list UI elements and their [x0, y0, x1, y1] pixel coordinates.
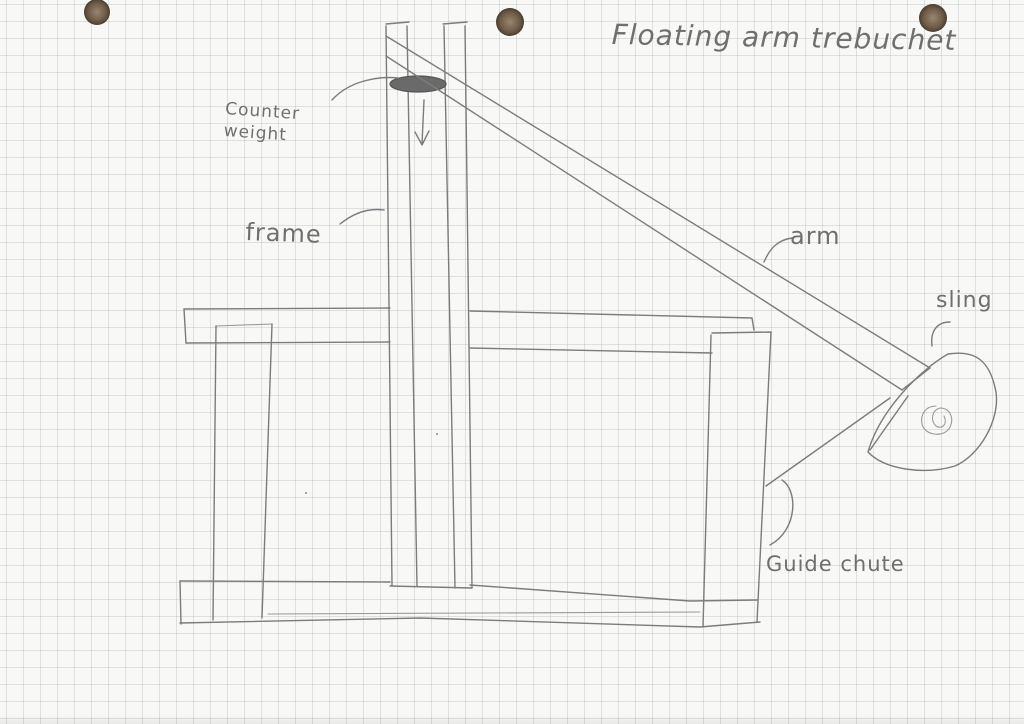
sling-pouch	[868, 353, 997, 470]
sling-spiral	[922, 406, 952, 434]
bottom-beam-lower	[180, 618, 760, 627]
sling	[868, 322, 997, 470]
left-leg-inner	[262, 324, 272, 618]
top-beam-bridge	[216, 324, 272, 326]
vertical-frame	[386, 22, 472, 588]
page-edge-shadow	[0, 714, 1024, 724]
upright-left-cap	[386, 22, 409, 24]
down-arrow-icon	[415, 100, 429, 145]
counterweight	[332, 76, 446, 145]
chute-leader	[770, 480, 793, 545]
upright-left-outer	[386, 26, 392, 586]
upright-right-outer	[444, 26, 455, 588]
sling-cord	[870, 396, 908, 450]
upright-right-cap	[443, 22, 467, 24]
bottom-beam-shading	[268, 612, 700, 614]
left-leg-outer	[213, 326, 216, 620]
base-frame	[180, 308, 771, 627]
sling-leader	[932, 322, 950, 346]
arm-label: arm	[790, 222, 841, 250]
upright-base	[390, 586, 472, 588]
top-beam-upper-right	[470, 311, 754, 330]
counterweight-leader	[332, 78, 398, 100]
top-beam-lower-right	[470, 348, 712, 353]
stray-mark	[305, 492, 307, 494]
right-leg-inner	[712, 332, 771, 622]
right-leg-outer	[703, 335, 711, 627]
top-beam-lower-left	[186, 342, 390, 343]
guide-chute	[766, 398, 890, 545]
binder-hole-left	[84, 0, 110, 25]
bottom-beam-upper	[180, 581, 757, 601]
binder-hole-center	[496, 8, 524, 36]
arm-leader	[764, 238, 792, 262]
sketch-title: Floating arm trebuchet	[611, 18, 956, 57]
stray-mark	[436, 433, 438, 435]
counterweight-label: Counter weight	[223, 98, 326, 149]
frame-label: frame	[245, 218, 322, 249]
top-beam-upper-left	[184, 308, 390, 309]
bottom-beam-end-left	[180, 581, 181, 624]
top-beam-end-left	[184, 309, 186, 343]
upright-left-inner	[407, 26, 417, 586]
guide-chute-label: Guide chute	[766, 552, 905, 576]
frame-leader	[340, 210, 384, 224]
sling-label: sling	[936, 288, 993, 313]
